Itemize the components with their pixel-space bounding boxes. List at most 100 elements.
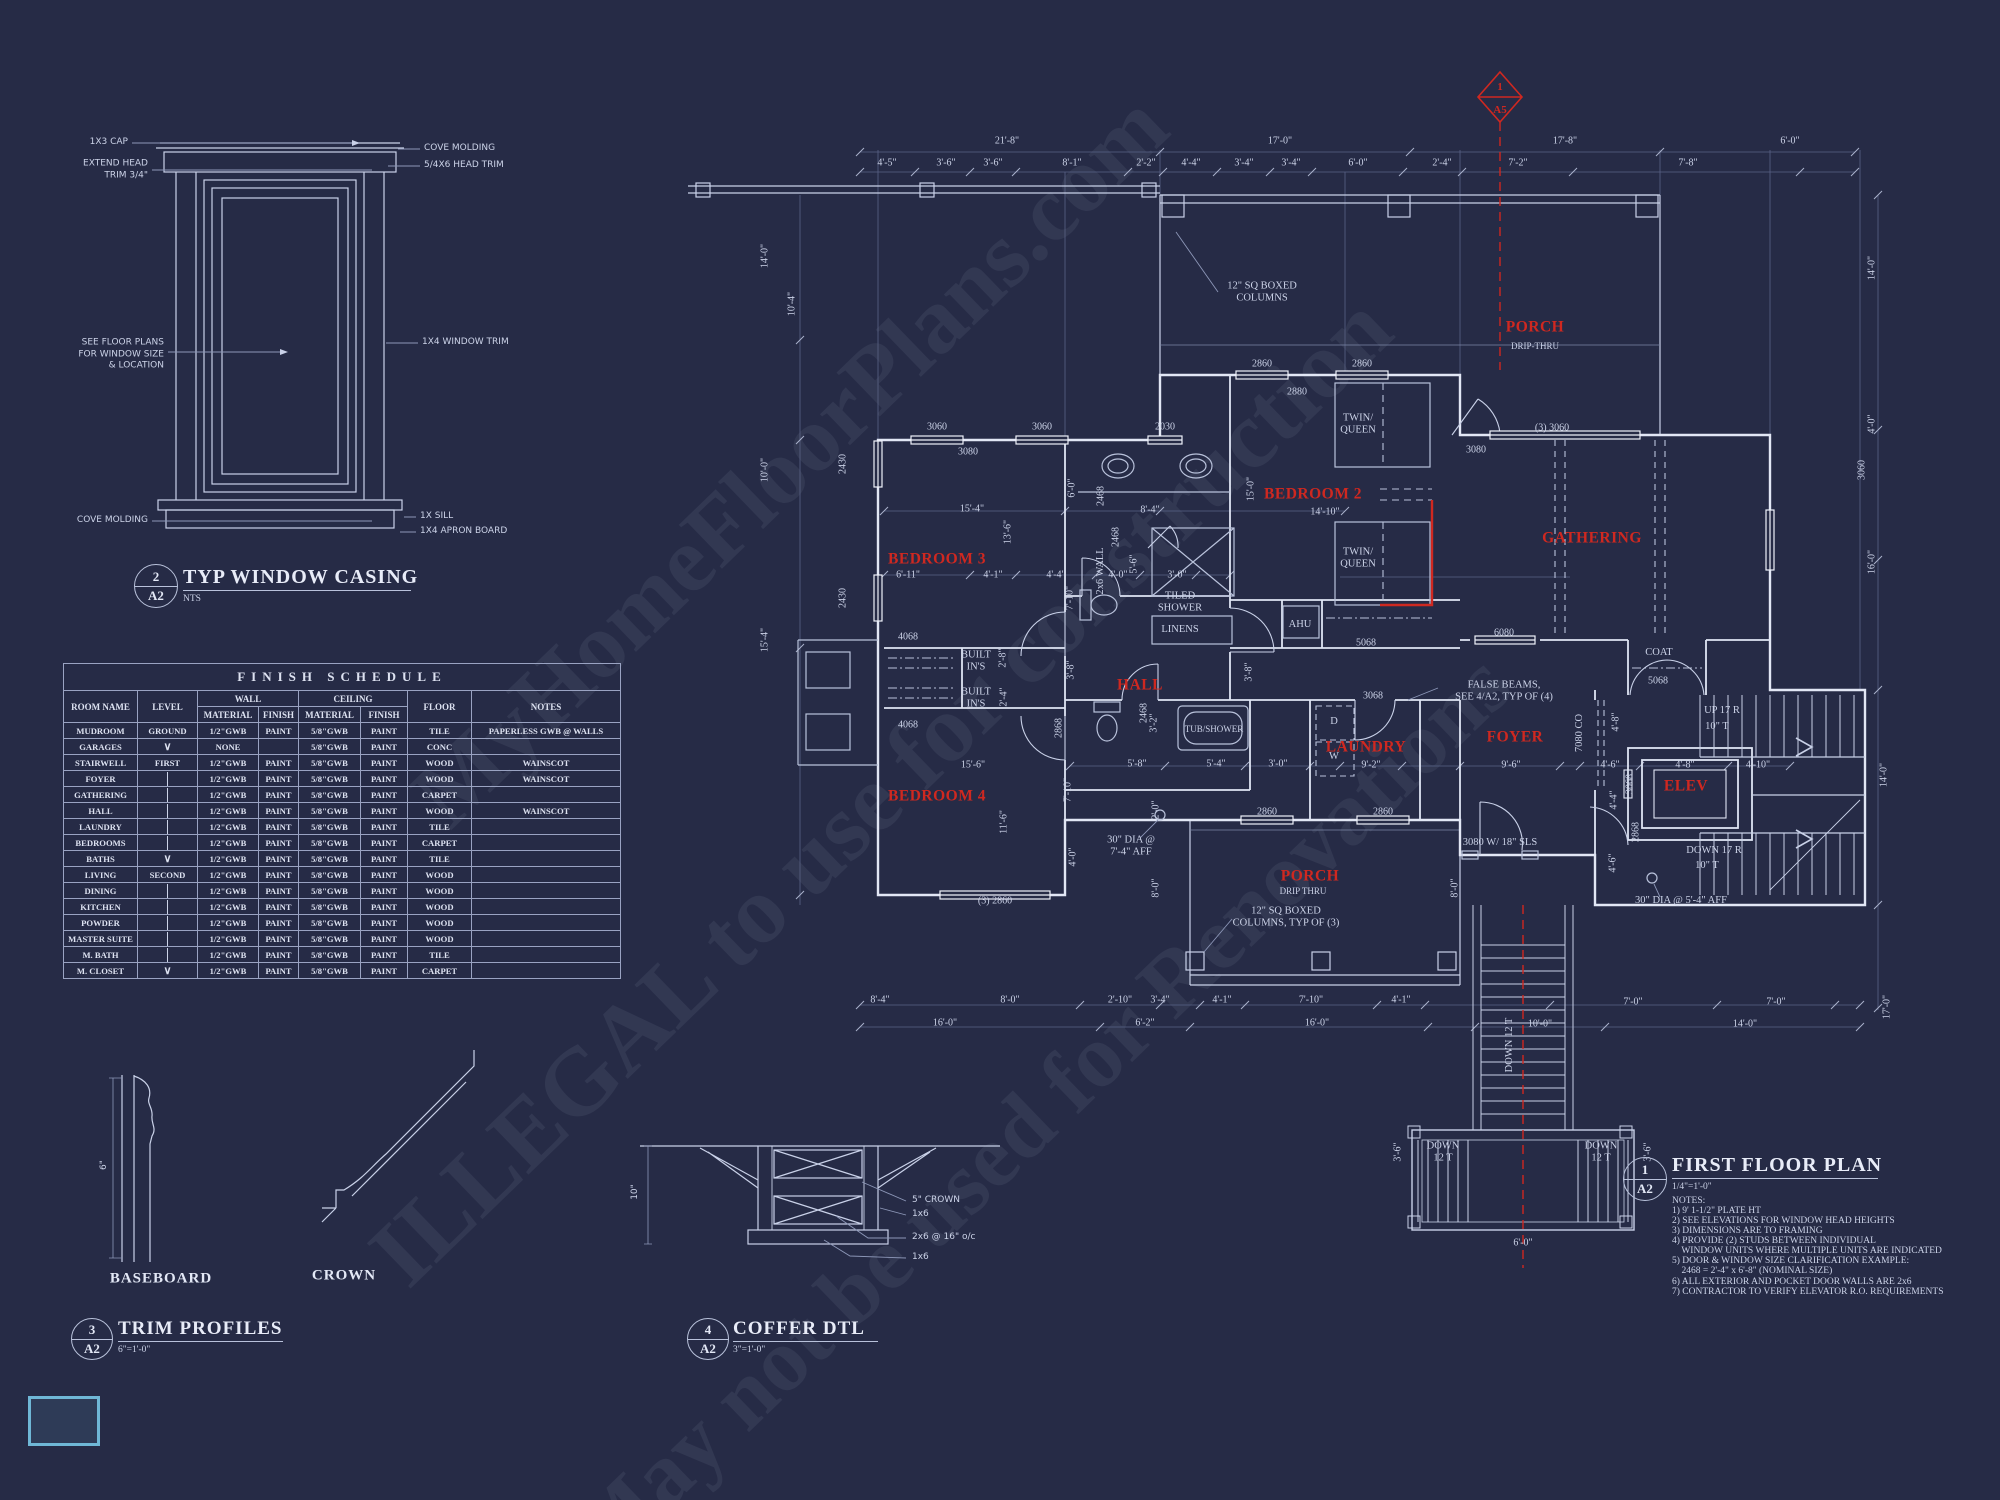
dim-label: 6'-0" [1780,135,1800,147]
room-label: HALL [1117,676,1163,694]
schedule-cell [137,834,198,851]
size-tag: 3080 [1466,444,1486,456]
schedule-cell: WOOD [407,914,472,931]
casing-label: EXTEND HEAD TRIM 3/4" [83,158,148,180]
schedule-cell: PAINT [258,850,299,867]
schedule-cell: CARPET [407,786,472,803]
annotation: TWIN/ QUEEN [1340,412,1376,435]
annotation: 12" SQ BOXED COLUMNS, TYP OF (3) [1232,905,1340,928]
schedule-cell: PAINT [360,818,408,835]
size-tag: 2030 [1155,421,1175,433]
schedule-cell: WOOD [407,754,472,771]
dim-label: 3'-4" [1234,157,1254,169]
walls-interior [884,375,1770,855]
note-line: 2468 = 2'-4" x 6'-8" (NOMINAL SIZE) [1672,1266,1833,1277]
schedule-cell: PAINT [258,930,299,947]
schedule-cell [137,914,198,931]
size-tag: 3068 [1363,690,1383,702]
dim-label: 5'-6" [1128,554,1140,574]
size-tag: 2430 [837,454,849,474]
annotation: LINENS [1161,624,1199,636]
casing-label: 5/4X6 HEAD TRIM [424,160,504,171]
note-line: 5) DOOR & WINDOW SIZE CLARIFICATION EXAM… [1672,1256,1910,1267]
dim-label: 4'-10" [1745,759,1771,771]
dim-label: 9'-2" [1361,759,1381,771]
dim-label: 3'-8" [1243,662,1255,682]
room-name-cell: LIVING [63,866,138,883]
dim-label: 3'-2" [1148,713,1160,733]
detail-number: 3 [88,1321,96,1337]
note-line: 6) ALL EXTERIOR AND POCKET DOOR WALLS AR… [1672,1276,1912,1287]
dim-label: 3'-8" [1065,660,1077,680]
annotation: BUILT IN'S [961,649,991,672]
schedule-cell: PAINT [258,962,299,979]
note-line: 3) DIMENSIONS ARE TO FRAMING [1672,1226,1823,1237]
sub-label: DRIP-THRU [1510,340,1560,351]
schedule-cell: FIRST [137,754,198,771]
note-line: 2) SEE ELEVATIONS FOR WINDOW HEAD HEIGHT… [1672,1216,1895,1227]
dim-label: 4'-1" [983,569,1003,581]
room-label: ELEV [1663,777,1709,795]
dim-label: 7'-10" [1064,585,1076,611]
schedule-cell [471,962,621,979]
annotation: BUILT IN'S [961,686,991,709]
drawing-scale: 3"=1'-0" [733,1345,766,1355]
detail-number: 4 [704,1321,712,1337]
schedule-header: MATERIAL [298,706,361,723]
schedule-cell: SECOND [137,866,198,883]
annotation: DOWN 17 R [1686,845,1742,857]
dim-label: 9'-6" [1501,759,1521,771]
dim-label: 2'-0" [1150,800,1162,820]
dim-label: 6'-11" [896,569,920,581]
schedule-cell: 5/8"GWB [298,930,361,947]
schedule-cell [471,946,621,963]
schedule-cell: 5/8"GWB [298,770,361,787]
schedule-cell: 5/8"GWB [298,834,361,851]
size-tag: 3080 [958,446,978,458]
schedule-cell: 1/2"GWB [197,770,259,787]
schedule-cell [137,930,198,947]
dim-label: 4'-8" [1610,712,1622,732]
dim-label: 17'-8" [1552,135,1578,147]
size-tag: 2860 [1373,806,1393,818]
annotation: DOWN 12 T [1426,1140,1460,1163]
schedule-cell: WOOD [407,882,472,899]
dim-label: 10'-0" [759,457,771,483]
schedule-cell: 5/8"GWB [298,946,361,963]
schedule-cell: PAINT [258,802,299,819]
dim-label: 8'-4" [870,994,890,1006]
schedule-cell: PAINT [258,722,299,739]
room-label: BEDROOM 3 [888,550,986,568]
casing-label: COVE MOLDING [76,515,148,526]
size-tag: 2868 [1053,718,1065,738]
dim-label: 8'-1" [1062,157,1082,169]
size-tag: 6080 [1494,627,1514,639]
dim-label: 3'-4" [1150,994,1170,1006]
dim-label: 16'-0" [1866,549,1878,575]
dashed-lines [888,383,1702,790]
dim-label: 21'-8" [994,135,1020,147]
annotation: DOWN 12 T [1584,1140,1618,1163]
schedule-cell: ∨ [137,738,198,755]
size-tag: 2880 [1287,386,1307,398]
schedule-cell: CONC [407,738,472,755]
schedule-cell: 1/2"GWB [197,754,259,771]
dim-label: 16'-0" [1304,1017,1330,1029]
schedule-cell: WOOD [407,898,472,915]
size-tag: 3068 [1624,774,1636,794]
dim-label: 3'-0" [1167,569,1187,581]
schedule-cell: PAINT [258,866,299,883]
schedule-cell: ∨ [137,850,198,867]
room-label: PORCH [1505,318,1565,336]
profile-dim: 6" [99,1160,110,1170]
corner-mark [28,1396,100,1446]
room-label: LAUNDRY [1325,738,1407,756]
schedule-cell: 1/2"GWB [197,930,259,947]
schedule-header: LEVEL [137,690,198,723]
schedule-cell: WOOD [407,770,472,787]
schedule-cell: PAINT [258,914,299,931]
annotation: 7080 CO [1574,713,1586,753]
